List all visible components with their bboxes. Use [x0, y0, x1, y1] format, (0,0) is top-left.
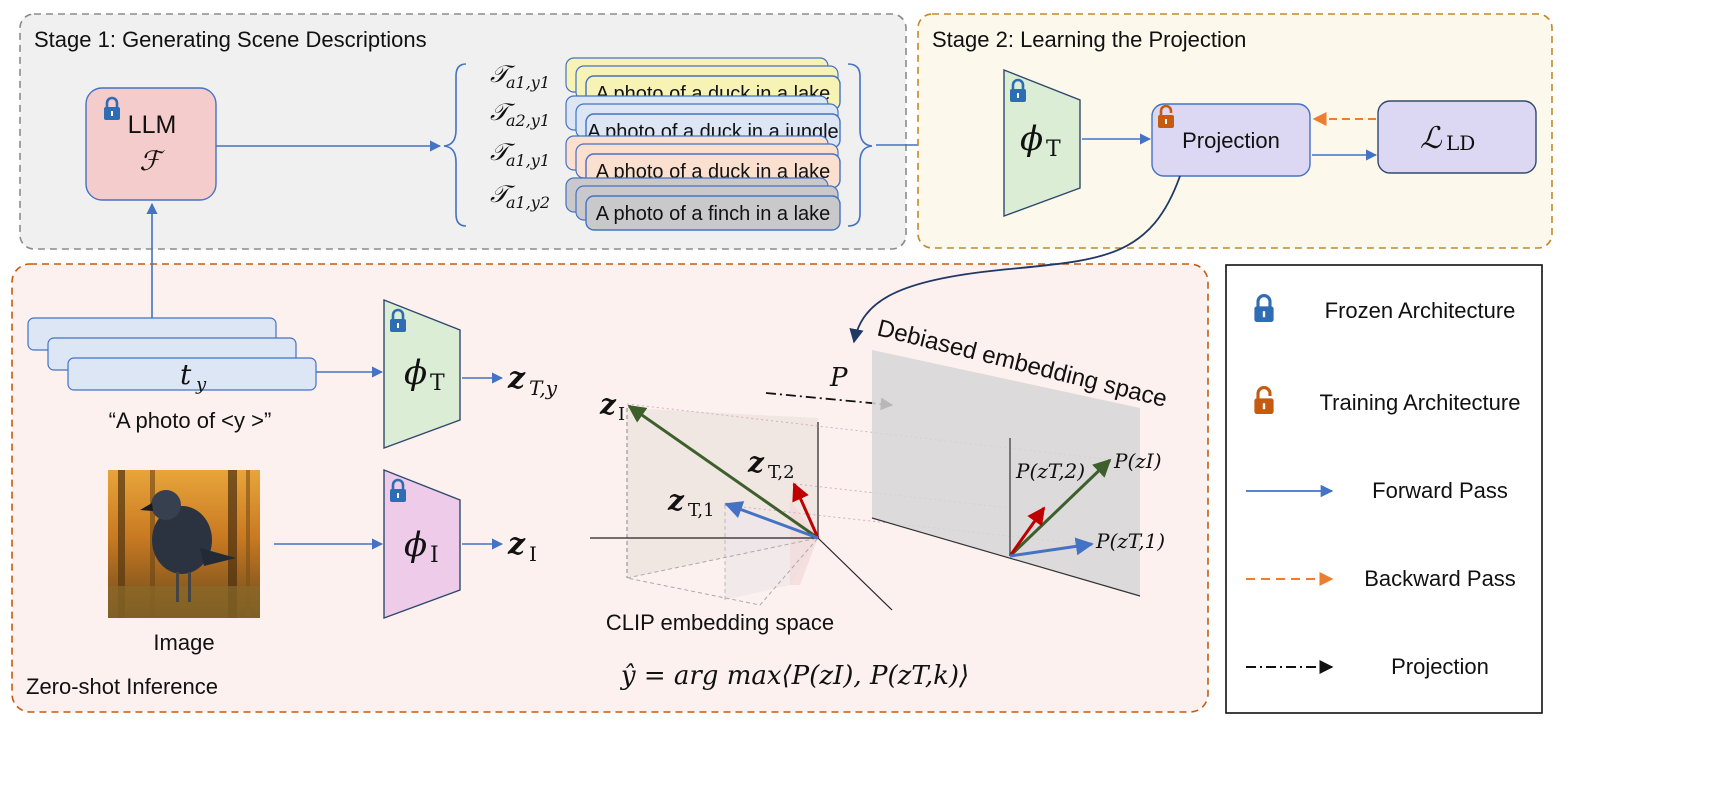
ztext-sub: T,y: [529, 376, 558, 400]
llm-label: LLM: [128, 111, 177, 139]
description-tag-sub: a1,y1: [506, 151, 550, 170]
clip-embedding-space: z I z T,2 z T,1 CLIP embedding space: [590, 388, 1113, 635]
legend-label: Forward Pass: [1372, 478, 1508, 503]
p-z-text1-vector: [1009, 537, 1094, 558]
p-zT2-label: P(zT,2): [1015, 459, 1085, 483]
loss-main: ℒ: [1420, 121, 1443, 156]
clip-zI-main: z: [599, 388, 617, 421]
stage1-panel: Stage 1: Generating Scene Descriptions L…: [19, 13, 907, 250]
prompt-caption: “A photo of <y >”: [109, 408, 272, 433]
stage2-text-encoder: ϕ T: [1003, 68, 1081, 218]
stage2-panel: Stage 2: Learning the Projection ϕ T Pro…: [917, 13, 1553, 249]
clip-zT1-main: z: [667, 484, 685, 517]
legend-item: Projection: [1246, 654, 1489, 679]
z-image-vector: [627, 404, 819, 540]
inference-formula: ŷ = arg max⟨P(zI), P(zT,k)⟩: [620, 661, 969, 691]
encoder-main: ϕ: [404, 353, 427, 393]
projection-P-label: P: [829, 363, 848, 393]
z-text2-vector: [792, 482, 820, 539]
projection-label: Projection: [1182, 128, 1280, 153]
prompt-token-main: t: [180, 358, 192, 391]
clip-zI-sub: I: [618, 404, 625, 425]
encoder-sub: T: [430, 371, 445, 396]
description-tag-sub: a1,y1: [506, 73, 550, 92]
description-text: A photo of a finch in a lake: [596, 203, 831, 225]
zimage-sub: I: [529, 542, 537, 566]
stage1-title: Stage 1: Generating Scene Descriptions: [34, 27, 427, 52]
p-z-text2-vector: [1008, 506, 1046, 557]
description-tag-sub: a1,y2: [506, 193, 550, 212]
encoder-main: ϕ: [404, 525, 427, 565]
legend-label: Backward Pass: [1364, 566, 1516, 591]
inference-panel: Zero-shot Inference t y “A photo of <y >…: [11, 175, 1209, 713]
legend-label: Projection: [1391, 654, 1489, 679]
z-text1-vector: [724, 501, 819, 540]
clip-zT2-main: z: [747, 446, 765, 479]
inference-text-encoder: ϕ T: [383, 298, 461, 450]
image-encoder: ϕ I: [383, 468, 461, 620]
legend-item: Frozen Architecture: [1252, 294, 1516, 324]
stage2-title: Stage 2: Learning the Projection: [932, 27, 1246, 52]
llm-box: LLM ℱ: [85, 87, 217, 201]
legend-item: Training Architecture: [1252, 386, 1521, 416]
clip-space-label: CLIP embedding space: [606, 610, 834, 635]
legend-item: Backward Pass: [1246, 566, 1516, 591]
bird-image: [108, 470, 260, 618]
loss-sub: LD: [1446, 131, 1475, 155]
prompt-stack: t y: [27, 317, 317, 395]
zimage-main: z: [507, 527, 526, 562]
projection-box: Projection: [1151, 103, 1311, 177]
ztext-main: z: [507, 361, 526, 396]
encoder-sub: I: [430, 543, 439, 568]
description-tag-sub: a2,y1: [506, 111, 550, 130]
legend-item: Forward Pass: [1246, 478, 1508, 503]
descriptions-right-brace: [847, 63, 873, 227]
descriptions-left-brace: [443, 63, 467, 227]
clip-zT2-sub: T,2: [768, 462, 795, 483]
p-z-image-vector: [1008, 458, 1112, 558]
encoder-sub: T: [1046, 137, 1061, 162]
projection-dashdot-arrow: [765, 392, 894, 411]
clip-zT1-sub: T,1: [688, 500, 715, 521]
prompt-token-sub: y: [195, 374, 207, 395]
inference-title: Zero-shot Inference: [26, 674, 218, 699]
projection-to-space-arrow: [849, 175, 1181, 344]
image-caption: Image: [153, 630, 214, 655]
loss-box: ℒ LD: [1377, 100, 1537, 174]
encoder-main: ϕ: [1020, 119, 1043, 159]
p-zI-label: P(zI): [1113, 449, 1162, 473]
legend-label: Frozen Architecture: [1325, 298, 1516, 323]
legend-label: Training Architecture: [1320, 390, 1521, 415]
p-zT1-label: P(zT,1): [1095, 529, 1165, 553]
